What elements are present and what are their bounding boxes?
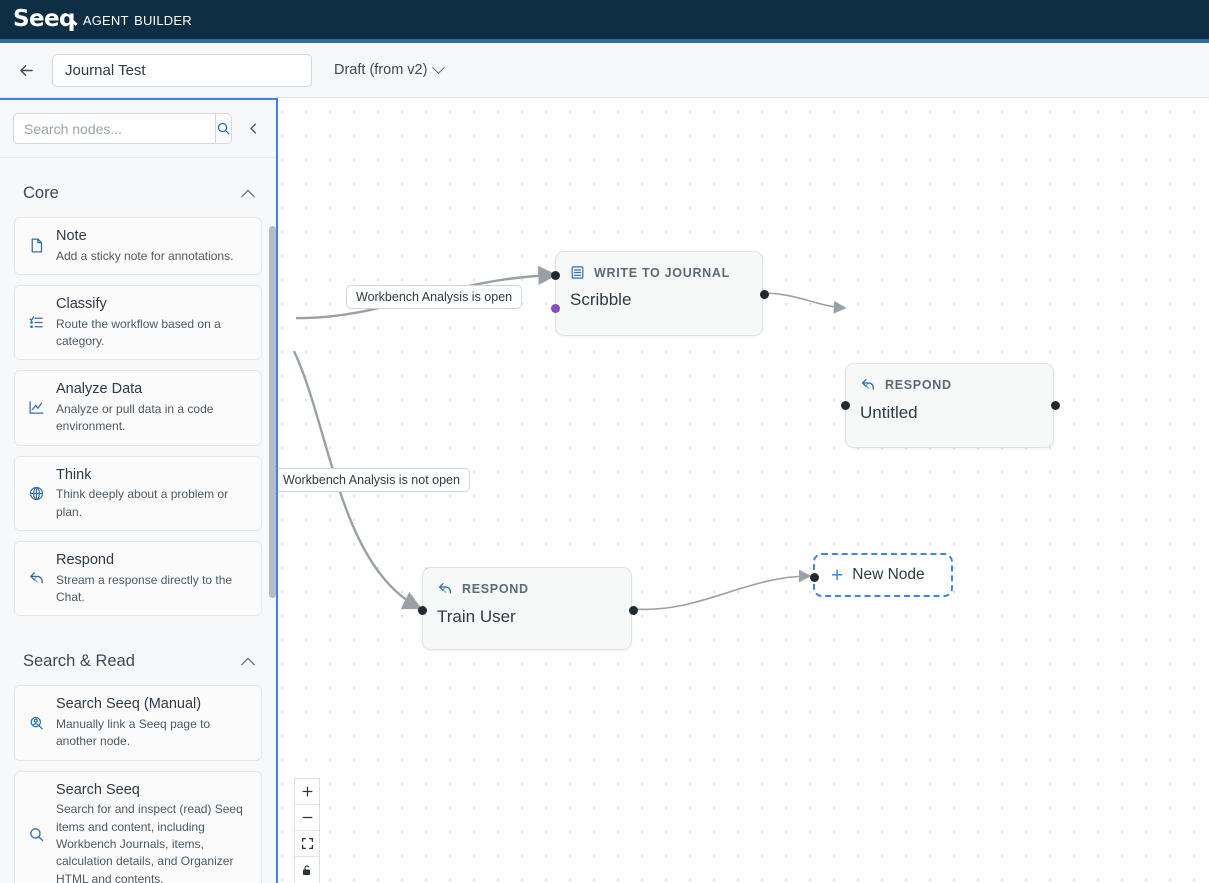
node-card-title: Note (56, 228, 87, 244)
collapse-panel-button[interactable] (240, 114, 266, 144)
fit-view-icon (301, 837, 313, 850)
node-handle-output[interactable] (1051, 401, 1060, 410)
toolbar: Draft (from v2) (0, 43, 1209, 98)
node-card-desc: Add a sticky note for annotations. (56, 248, 234, 263)
brand-text: Seeq (13, 6, 75, 32)
node-handle-input[interactable] (418, 606, 427, 615)
node-respond-train-user[interactable]: Respond Train User (418, 567, 638, 650)
lock-button[interactable] (295, 857, 319, 883)
node-type-label: Respond (462, 582, 529, 596)
node-library-panel: Core Note Add a sticky note for annotati… (0, 98, 278, 883)
header-accent-bar (0, 39, 1209, 43)
search-button[interactable] (215, 114, 231, 143)
zoom-in-button[interactable] (295, 779, 319, 805)
node-card-desc: Search for and inspect (read) Seeq items… (56, 802, 243, 883)
node-handle-scribble[interactable] (551, 304, 560, 313)
panel-search-bar (0, 100, 276, 158)
node-card-desc: Stream a response directly to the Chat. (56, 572, 233, 604)
app-header: Seeq Agent Builder (0, 0, 1209, 39)
arrow-left-icon (19, 64, 33, 76)
reply-arrow-icon (860, 377, 876, 393)
node-card-desc: Think deeply about a problem or plan. (56, 487, 229, 519)
node-card-analyze-data[interactable]: Analyze Data Analyze or pull data in a c… (14, 370, 262, 446)
reply-arrow-icon (437, 581, 453, 597)
new-node-placeholder[interactable]: + New Node (810, 553, 953, 597)
node-card-desc: Route the workflow based on a category. (56, 316, 221, 348)
globe-icon (26, 485, 46, 502)
search-person-icon (26, 715, 46, 732)
search-input[interactable] (14, 114, 215, 143)
panel-scrollbar[interactable] (269, 226, 276, 598)
journal-icon (570, 265, 585, 280)
node-title: Train User (437, 607, 516, 626)
node-card-desc: Manually link a Seeq page to another nod… (56, 716, 211, 749)
node-respond-untitled[interactable]: Respond Untitled (841, 363, 1060, 448)
app-title: Agent Builder (82, 8, 192, 30)
search-wrapper (13, 113, 232, 144)
document-icon (26, 237, 46, 254)
node-type-label: Write to Journal (594, 265, 730, 280)
node-write-to-journal[interactable]: Write to Journal Scribble (551, 251, 769, 336)
chevron-up-icon (240, 189, 256, 204)
search-icon (26, 826, 46, 843)
node-card-title: Analyze Data (56, 381, 143, 398)
node-handle-output[interactable] (629, 606, 638, 615)
back-button[interactable] (12, 56, 40, 84)
reply-arrow-icon (26, 570, 46, 587)
node-title: Untitled (860, 403, 918, 422)
edge-label-workbench-not-open[interactable]: Workbench Analysis is not open (273, 468, 470, 492)
chevron-down-icon (432, 60, 446, 74)
chevron-left-icon (249, 123, 256, 134)
zoom-out-button[interactable] (295, 805, 319, 831)
plus-icon: + (831, 563, 844, 587)
seeq-logo: Seeq (13, 6, 78, 32)
node-type-label: Respond (885, 378, 952, 392)
zoom-out-icon (302, 816, 312, 819)
node-card-title: Think (56, 466, 92, 483)
edge-label-workbench-open[interactable]: Workbench Analysis is open (346, 285, 523, 309)
node-handle-input[interactable] (551, 271, 560, 280)
edge-trainuser-to-newnode (631, 569, 812, 611)
node-card-note[interactable]: Note Add a sticky note for annotations. (14, 217, 262, 275)
node-card-desc: Analyze or pull data in a code environme… (56, 401, 214, 434)
edge-journal-to-respond (763, 292, 847, 314)
zoom-controls (294, 778, 320, 883)
node-title: Scribble (570, 290, 632, 309)
agent-name-input[interactable] (52, 53, 312, 87)
chevron-up-icon (240, 657, 256, 672)
new-node-label: New Node (852, 566, 925, 583)
list-check-icon (26, 314, 46, 331)
node-card-classify[interactable]: Classify Route the workflow based on a c… (14, 284, 262, 361)
node-handle-input[interactable] (810, 573, 819, 582)
zoom-in-icon (302, 786, 312, 797)
version-dropdown[interactable]: Draft (from v2) (334, 60, 446, 78)
node-handle-output[interactable] (760, 290, 769, 299)
node-card-respond[interactable]: Respond Stream a response directly to th… (14, 540, 262, 617)
node-card-title: Classify (56, 295, 107, 312)
group-title: Core (23, 184, 59, 202)
node-handle-input[interactable] (841, 401, 850, 410)
node-card-search-seeq[interactable]: Search Seeq Search for and inspect (read… (14, 770, 262, 883)
fit-view-button[interactable] (295, 831, 319, 857)
node-card-think[interactable]: Think Think deeply about a problem or pl… (14, 455, 262, 531)
group-header-core[interactable]: Core (14, 158, 262, 217)
chart-line-icon (26, 399, 46, 416)
group-header-search-read[interactable]: Search & Read (14, 626, 262, 685)
node-card-title: Search Seeq (Manual) (56, 696, 202, 713)
group-title: Search & Read (23, 652, 135, 671)
lock-icon (303, 864, 310, 875)
node-card-title: Respond (56, 551, 115, 568)
node-card-title: Search Seeq (56, 781, 140, 798)
panel-scroll-area[interactable]: Core Note Add a sticky note for annotati… (0, 158, 276, 883)
version-label: Draft (from v2) (334, 62, 428, 78)
search-icon (217, 122, 230, 135)
node-card-search-seeq-manual[interactable]: Search Seeq (Manual) Manually link a See… (14, 685, 262, 761)
